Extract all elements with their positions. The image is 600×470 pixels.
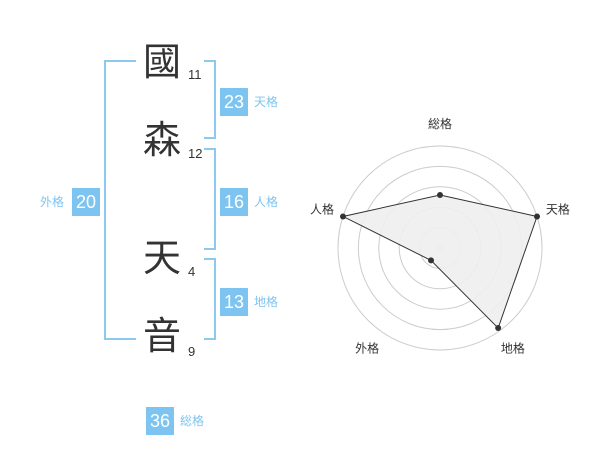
soukaku-value: 36 (146, 407, 174, 435)
chikaku-label: 地格 (254, 295, 279, 309)
radar-axis-label: 人格 (310, 202, 334, 217)
radar-point (428, 257, 435, 264)
jinkaku-value: 16 (220, 188, 248, 216)
tenkaku-bracket (204, 60, 216, 139)
gaikaku-value: 20 (72, 188, 100, 216)
jinkaku-label: 人格 (254, 195, 279, 209)
gaikaku-label: 外格 (40, 195, 65, 209)
name-char-4: 音 (142, 314, 181, 358)
radar-point (534, 213, 541, 220)
radar-axis-label: 外格 (355, 340, 379, 355)
radar-point (437, 191, 443, 198)
soukaku-label: 総格 (180, 414, 205, 428)
name-char-2: 森 (142, 118, 181, 162)
stroke-count-1: 11 (188, 67, 202, 82)
radar-axis-label: 地格 (501, 340, 525, 355)
stroke-count-2: 12 (188, 146, 203, 161)
tenkaku-label: 天格 (254, 95, 279, 109)
radar-point (339, 213, 346, 220)
radar-axis-label: 天格 (546, 202, 570, 217)
jinkaku-bracket (204, 148, 216, 250)
radar-ring (337, 145, 543, 351)
chikaku-bracket (204, 258, 216, 340)
name-char-3: 天 (142, 236, 181, 280)
tenkaku-value: 23 (220, 88, 248, 116)
stroke-count-4: 9 (188, 344, 196, 359)
radar-area (341, 194, 538, 329)
radar-point (495, 325, 502, 332)
radar-axis-label: 総格 (428, 116, 452, 131)
gaikaku-bracket (104, 60, 136, 340)
stroke-count-3: 4 (188, 264, 196, 279)
name-char-1: 國 (142, 40, 181, 84)
chikaku-value: 13 (220, 288, 248, 316)
